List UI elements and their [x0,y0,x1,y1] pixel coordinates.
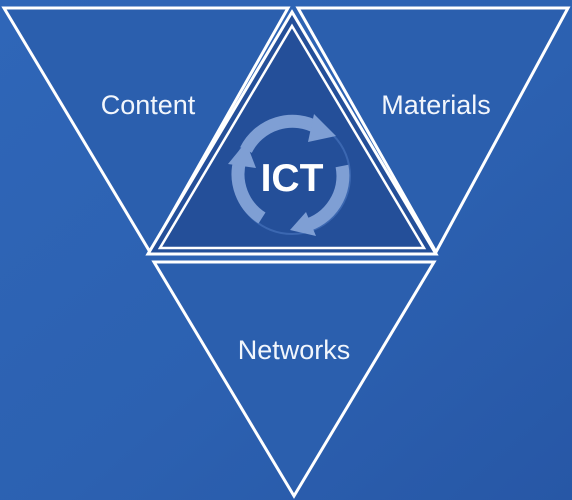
ict-center-triangle: ICT [145,9,439,256]
networks-triangle-outline [151,260,437,499]
content-triangle-outline [1,6,291,255]
ict-outer-outline [145,9,439,256]
networks-label: Networks [238,335,351,365]
materials-triangle-outline [295,6,571,256]
networks-triangle: Networks [151,260,437,499]
ict-inner-outline [157,23,427,250]
ict-label: ICT [261,157,324,200]
materials-label: Materials [381,90,491,120]
content-triangle: Content [1,6,291,255]
content-label: Content [101,90,196,120]
materials-triangle: Materials [295,6,571,256]
refresh-cycle-icon [228,114,351,236]
